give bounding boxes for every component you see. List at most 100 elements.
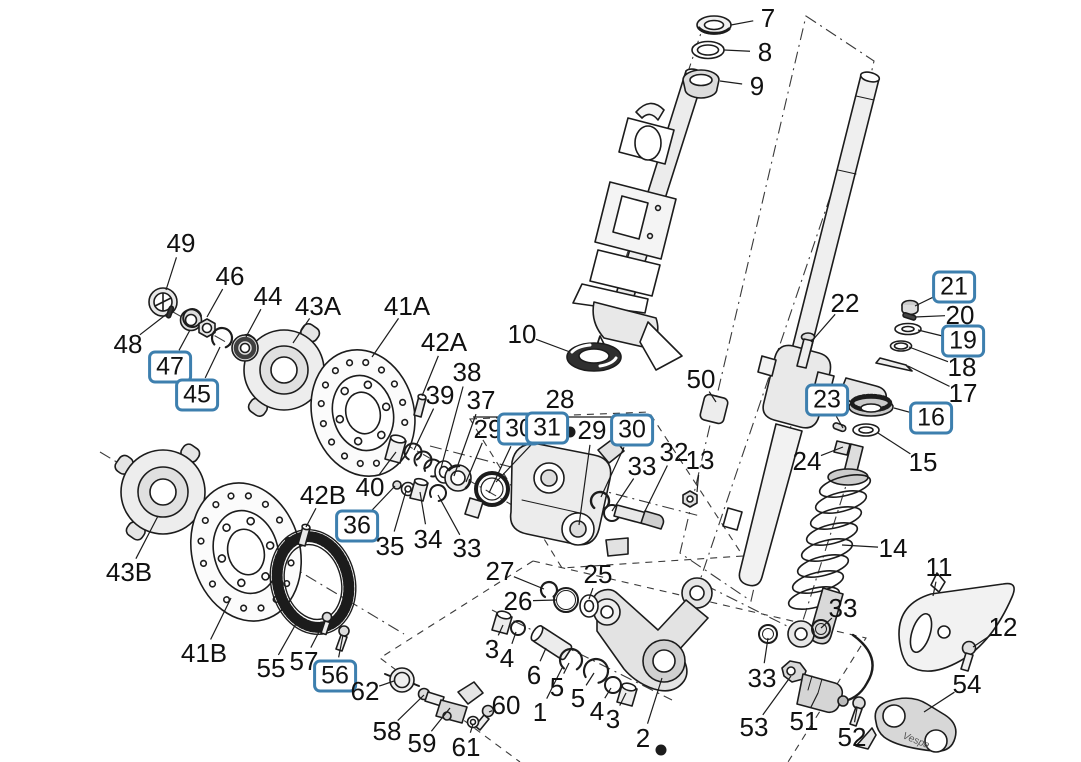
leader-line-27-61 [513, 576, 545, 590]
leader-line-3-64 [497, 624, 504, 636]
leader-line-46-5 [206, 288, 224, 318]
cover-panel-11 [898, 572, 1015, 672]
leader-line-29-17 [465, 442, 483, 483]
leader-line-36-46 [369, 485, 396, 513]
part-label-45-11[interactable]: 45 [175, 378, 219, 412]
part-label-24-35: 24 [792, 446, 822, 476]
part-label-42A-12: 42A [420, 327, 468, 357]
axle-row-small-parts [384, 434, 510, 519]
leader-line-4-65 [511, 631, 517, 645]
leader-line-2-72 [646, 677, 663, 724]
dust-seal-10 [566, 342, 622, 372]
part-label-4-70: 4 [589, 696, 605, 726]
leader-line-55-53 [277, 621, 298, 656]
leader-line-39-14 [413, 408, 435, 451]
part-label-54-44: 54 [952, 669, 982, 699]
leader-line-58-57 [397, 694, 425, 721]
part-label-39-14: 39 [425, 380, 455, 410]
part-label-23-34[interactable]: 23 [805, 383, 849, 417]
leader-line-6-66 [539, 647, 547, 662]
leader-line-52-43 [853, 707, 858, 723]
part-label-22-26: 22 [830, 288, 860, 318]
leader-line-22-26 [810, 313, 836, 343]
part-label-4-65: 4 [499, 643, 515, 673]
part-label-16-32[interactable]: 16 [909, 401, 953, 435]
leader-line-25-63 [588, 587, 594, 600]
leader-line-45-11 [204, 346, 221, 379]
leader-line-8-1 [723, 49, 751, 52]
part-label-10-3: 10 [507, 319, 537, 349]
sensor-and-fasteners-right [758, 619, 977, 727]
part-label-38-13: 38 [452, 357, 482, 387]
leader-line-62-56 [378, 680, 395, 687]
leader-line-60-59 [488, 710, 493, 713]
leader-line-43A-7 [292, 318, 311, 344]
part-label-61-60: 61 [451, 732, 481, 762]
part-label-18-30: 18 [947, 352, 977, 382]
part-label-14-36: 14 [878, 533, 908, 563]
leader-line-33-22 [611, 478, 635, 512]
leader-line-7-0 [730, 20, 754, 26]
part-label-49-4: 49 [166, 228, 196, 258]
leader-line-59-58 [430, 707, 451, 732]
part-label-17-31: 17 [948, 378, 978, 408]
part-label-5-69: 5 [570, 683, 586, 713]
part-label-34-48: 34 [413, 524, 443, 554]
leader-line-3-71 [619, 692, 627, 706]
part-label-42B-51: 42B [299, 480, 347, 510]
leader-lines [135, 20, 991, 733]
part-label-36-46[interactable]: 36 [335, 509, 379, 543]
leader-line-33-40 [763, 637, 769, 664]
leader-line-5-69 [585, 672, 595, 686]
leader-line-40-45 [378, 451, 397, 476]
leader-line-31-19 [495, 441, 535, 483]
part-label-55-53: 55 [256, 653, 286, 683]
leader-line-56-55 [338, 634, 344, 658]
part-label-43A-7: 43A [294, 291, 342, 321]
leader-line-33-39 [820, 617, 833, 629]
part-label-28-16: 28 [545, 384, 575, 414]
part-label-33-49: 33 [452, 533, 482, 563]
leader-line-41A-8 [371, 318, 400, 358]
leader-line-44-6 [245, 308, 262, 338]
leader-line-48-9 [139, 312, 169, 336]
part-label-37-15: 37 [466, 385, 496, 415]
part-label-31-19[interactable]: 31 [525, 411, 569, 445]
leader-line-14-36 [841, 544, 879, 548]
part-label-19-29[interactable]: 19 [941, 324, 985, 358]
part-label-29-20: 29 [577, 415, 607, 445]
leader-line-38-13 [440, 386, 464, 469]
part-label-41A-8: 41A [383, 291, 431, 321]
leader-line-23-34 [835, 416, 844, 429]
part-label-50-25: 50 [686, 364, 716, 394]
part-label-12-38: 12 [988, 612, 1018, 642]
leader-line-30-18 [488, 445, 512, 494]
steering-bearing-rings [682, 15, 732, 99]
headset-parts [796, 299, 922, 456]
part-label-47-10[interactable]: 47 [148, 350, 192, 384]
steering-column [572, 68, 706, 371]
part-label-53-41: 53 [739, 712, 769, 742]
leader-line-11-37 [932, 581, 937, 597]
leader-line-15-33 [877, 432, 911, 455]
leader-line-17-31 [907, 365, 950, 387]
part-label-44-6: 44 [253, 281, 283, 311]
leader-line-42A-12 [421, 355, 439, 397]
leader-line-47-10 [178, 329, 191, 351]
part-label-51-42: 51 [789, 706, 819, 736]
part-label-8-1: 8 [757, 37, 773, 67]
mount-bracket-54: Vespa [855, 697, 957, 753]
leader-line-33-49 [437, 494, 461, 536]
leader-line-4-70 [604, 687, 612, 699]
part-label-48-9: 48 [113, 329, 143, 359]
leader-line-30-21 [600, 446, 625, 498]
caliper-right-parts [589, 393, 729, 530]
part-label-21-27[interactable]: 21 [932, 270, 976, 304]
part-label-3-64: 3 [484, 634, 500, 664]
leader-line-37-15 [453, 413, 477, 477]
part-label-56-55[interactable]: 56 [313, 659, 357, 693]
part-label-30-21[interactable]: 30 [610, 413, 654, 447]
